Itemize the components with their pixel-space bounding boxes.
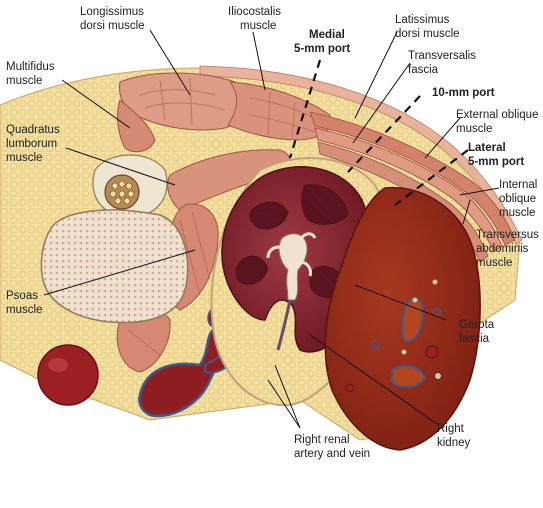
- psoas-fibers: [127, 211, 211, 356]
- renal-pelvis: [278, 233, 308, 301]
- skin: [199, 65, 523, 245]
- label-medial-port: Medial 5-mm port: [294, 29, 350, 55]
- vertebral-body: [40, 209, 189, 324]
- label-longissimus: Longissimus dorsi muscle: [80, 6, 147, 32]
- aorta-highlight: [48, 358, 68, 372]
- label-gerota: Gerota fascia: [459, 319, 497, 345]
- label-lateral-port: Lateral 5-mm port: [468, 142, 524, 168]
- label-internal-oblique: Internal oblique muscle: [499, 179, 541, 219]
- multifidus-muscle: [117, 99, 156, 153]
- medial-port-line: [288, 59, 322, 159]
- internal-oblique-layer: [317, 141, 489, 263]
- label-external-oblique: External oblique muscle: [456, 109, 542, 135]
- port-lines: [288, 59, 469, 206]
- latissimus-layer: [309, 111, 516, 246]
- spinal-nerve-roots: [109, 180, 135, 205]
- label-multifidus: Multifidus muscle: [6, 61, 58, 87]
- aorta: [37, 344, 99, 406]
- external-oblique-layer: [314, 127, 503, 253]
- label-psoas: Psoas muscle: [6, 290, 42, 316]
- label-right-kidney: Right kidney: [437, 423, 470, 449]
- label-transversus: Transversus abdominis muscle: [476, 229, 542, 269]
- cross-section: Longissimus dorsi muscle Iliocostalis mu…: [0, 6, 542, 460]
- muscle-fascicles: [139, 77, 319, 139]
- label-10mm-port: 10-mm port: [432, 87, 495, 99]
- ureter-inner: [277, 299, 291, 351]
- iliocostalis-muscle: [227, 81, 332, 141]
- label-quadratus: Quadratus lumborum muscle: [6, 124, 63, 164]
- 10mm-port-line: [347, 95, 421, 173]
- labels: Longissimus dorsi muscle Iliocostalis mu…: [6, 6, 542, 460]
- label-transversalis: Transversalis fascia: [408, 50, 479, 76]
- leader-lines: [43, 29, 500, 429]
- renal-calyx: [266, 232, 317, 277]
- label-latissimus: Latissimus dorsi muscle: [395, 14, 460, 40]
- lateral-port-line: [394, 149, 469, 206]
- renal-pyramids: [235, 184, 349, 298]
- label-iliocostalis: Iliocostalis muscle: [228, 6, 284, 32]
- label-renal-vessels: Right renal artery and vein: [294, 434, 370, 460]
